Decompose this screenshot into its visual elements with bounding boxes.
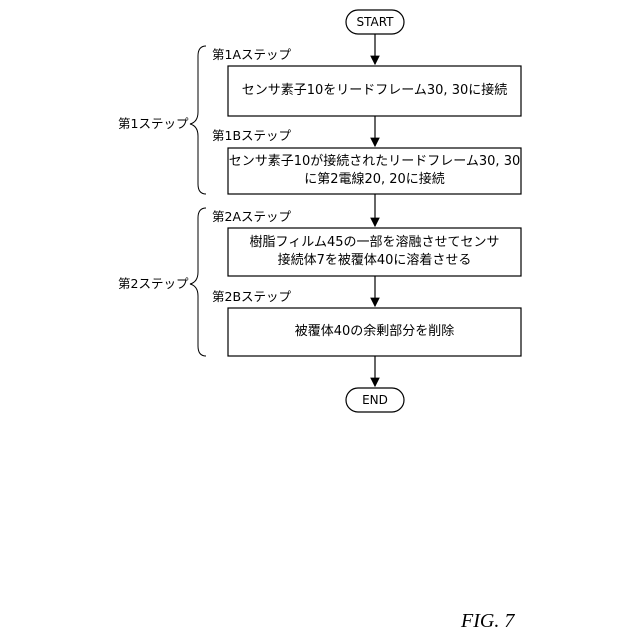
start-label: START [346, 15, 404, 29]
step-2b-label: 第2Bステップ [212, 289, 291, 305]
step-1a-label: 第1Aステップ [212, 47, 291, 63]
step-2a-text-line1: 樹脂フィルム45の一部を溶融させてセンサ [228, 234, 521, 252]
step-2a-text-line2: 接続体7を被覆体40に溶着させる [228, 252, 521, 270]
group-2-label: 第2ステップ [118, 276, 188, 292]
step-2b-text: 被覆体40の余剰部分を削除 [228, 323, 521, 341]
figure-caption: FIG. 7 [461, 610, 514, 632]
step-1a-text: センサ素子10をリードフレーム30, 30に接続 [228, 82, 521, 100]
step-1b-text-line1: センサ素子10が接続されたリードフレーム30, 30 [228, 153, 521, 171]
group-1-label: 第1ステップ [118, 116, 188, 132]
step-1b-text-line2: に第2電線20, 20に接続 [228, 171, 521, 189]
step-1b-label: 第1Bステップ [212, 128, 291, 144]
end-label: END [346, 393, 404, 407]
group-2-brace [190, 208, 206, 356]
group-1-brace [190, 46, 206, 194]
step-2a-label: 第2Aステップ [212, 209, 291, 225]
